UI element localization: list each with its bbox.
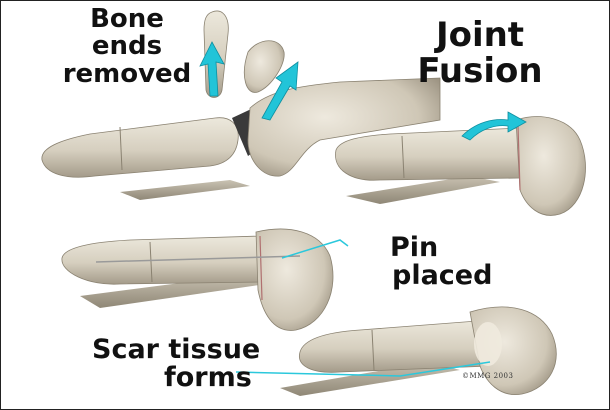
fusion-phalanx-bone: [335, 128, 520, 180]
label-bone-ends-removed: Bone ends removed: [52, 6, 202, 88]
proximal-phalanx-bone: [42, 118, 238, 178]
label-line: Fusion: [400, 54, 560, 90]
label-line: removed: [52, 61, 202, 88]
label-joint-fusion: Joint Fusion: [400, 18, 560, 89]
scar-phalanx-bone: [299, 320, 490, 372]
label-line: ends: [52, 33, 202, 60]
label-line: Pin: [390, 234, 492, 262]
pin-placed-illustration: [62, 229, 348, 330]
label-line: Scar tissue: [92, 336, 260, 364]
label-line: Joint: [400, 18, 560, 54]
label-line: forms: [164, 364, 260, 392]
copyright-notice: ©MMG 2003: [462, 372, 513, 380]
fusion-metacarpal-bone: [516, 117, 586, 216]
label-line: placed: [392, 262, 492, 290]
label-pin-placed: Pin placed: [390, 234, 492, 291]
pin-metacarpal-bone: [256, 229, 333, 330]
removed-bone-fragment-right: [244, 41, 284, 93]
scar-tissue-mass: [474, 322, 502, 366]
label-scar-tissue-forms: Scar tissue forms: [92, 336, 260, 393]
lower-bone-shadow: [120, 180, 250, 200]
label-line: Bone: [52, 6, 202, 33]
